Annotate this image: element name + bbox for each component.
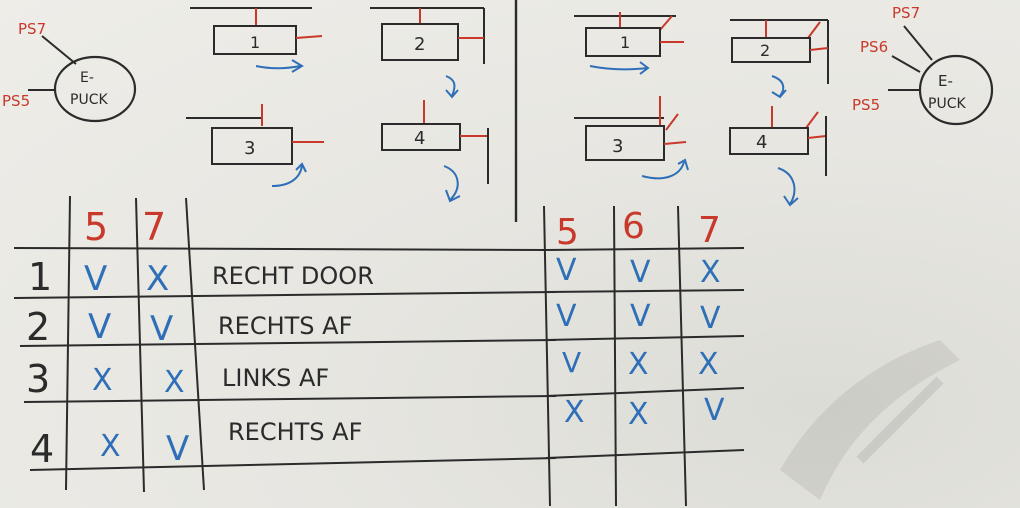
- cell-ps5: X: [564, 395, 585, 430]
- row-number: 2: [26, 305, 50, 349]
- right-scenario-1-label: 1: [620, 33, 630, 52]
- right-sensor-ps6-line: [891, 55, 921, 73]
- right-robot-label-line2: PUCK: [928, 96, 966, 112]
- left-sensor-ps5-label: PS5: [2, 92, 30, 110]
- left-table-rows: 1 V X RECHT DOOR 2 V V RECHTS AF 3 X X L…: [26, 255, 374, 471]
- right-robot-label-line1: E-: [938, 72, 953, 90]
- cell-ps7: X: [700, 255, 721, 290]
- right-sensor-ps6-label: PS6: [860, 38, 888, 56]
- right-robot: E- PUCK PS7 PS6 PS5: [852, 4, 994, 126]
- left-scenario-2-label: 2: [414, 34, 425, 55]
- cell-ps7: X: [164, 365, 185, 400]
- left-table-headers: 5 7: [84, 205, 166, 249]
- cell-ps5: V: [88, 307, 111, 347]
- cell-ps7: V: [166, 429, 189, 469]
- cell-ps7: V: [704, 393, 725, 428]
- cell-action: RECHT DOOR: [212, 262, 374, 290]
- left-robot-body: [53, 55, 137, 123]
- left-header-7: 7: [142, 205, 166, 249]
- right-scenario-2-label: 2: [760, 41, 770, 60]
- row-number: 4: [30, 427, 54, 471]
- left-scenario-3-label: 3: [244, 138, 255, 159]
- cell-ps7: X: [146, 259, 169, 299]
- left-scenario-4: 4: [381, 100, 489, 203]
- left-table: [13, 195, 557, 493]
- row-number: 3: [26, 357, 50, 401]
- right-header-6: 6: [622, 206, 645, 247]
- left-scenario-1-label: 1: [250, 33, 260, 52]
- cell-action: RECHTS AF: [218, 312, 352, 340]
- left-scenario-2: 2: [370, 7, 485, 99]
- right-table-rows: V V X V V V V X X X X V: [556, 253, 725, 432]
- right-sensor-ps7-line: [903, 25, 933, 61]
- table-row: V V X: [556, 253, 721, 290]
- cell-ps5: X: [92, 363, 113, 398]
- table-row: X X V: [564, 393, 725, 432]
- cell-ps7: V: [150, 309, 173, 349]
- right-scenario-4: 4: [729, 106, 827, 207]
- table-row: V X X: [562, 346, 719, 382]
- cell-ps6: V: [630, 255, 651, 290]
- table-row: 2 V V RECHTS AF: [26, 305, 352, 349]
- right-scenarios: 1 2 3 4: [574, 12, 829, 207]
- cell-ps6: X: [628, 397, 649, 432]
- right-header-7: 7: [698, 210, 721, 251]
- eraser-smudge: [780, 340, 960, 500]
- cell-ps5: V: [562, 346, 581, 379]
- table-row: 3 X X LINKS AF: [26, 357, 329, 401]
- left-scenario-3: 3: [186, 104, 324, 187]
- right-scenario-3-label: 3: [612, 136, 623, 157]
- cell-ps5: V: [556, 253, 577, 288]
- left-sensor-ps7-line: [41, 35, 77, 65]
- right-scenario-1: 1: [574, 12, 684, 75]
- cell-action: RECHTS AF: [228, 418, 362, 446]
- right-robot-body: [918, 54, 994, 126]
- right-table-headers: 5 6 7: [556, 206, 721, 253]
- left-scenario-1: 1: [190, 7, 323, 73]
- cell-ps7: X: [698, 347, 719, 382]
- cell-ps6: X: [628, 347, 649, 382]
- right-table: [543, 205, 745, 507]
- right-sensor-ps7-label: PS7: [892, 4, 920, 22]
- left-header-5: 5: [84, 205, 108, 249]
- left-scenario-4-label: 4: [414, 128, 425, 149]
- row-number: 1: [28, 255, 52, 299]
- cell-ps6: V: [630, 299, 651, 334]
- left-sensor-ps7-label: PS7: [18, 20, 46, 38]
- left-robot-label-line1: E-: [80, 70, 94, 86]
- right-header-5: 5: [556, 212, 579, 253]
- cell-action: LINKS AF: [222, 364, 329, 392]
- cell-ps5: V: [84, 259, 107, 299]
- table-row: V V V: [556, 299, 721, 336]
- right-sensor-ps5-label: PS5: [852, 96, 880, 114]
- right-scenario-4-label: 4: [756, 132, 767, 153]
- table-row: 4 X V RECHTS AF: [30, 418, 362, 471]
- cell-ps7: V: [700, 301, 721, 336]
- cell-ps5: X: [100, 429, 121, 464]
- cell-ps5: V: [556, 299, 577, 334]
- left-robot-label-line2: PUCK: [70, 92, 108, 108]
- left-scenarios: 1 2 3 4: [186, 7, 489, 203]
- left-robot: E- PUCK PS7 PS5: [2, 20, 137, 123]
- right-scenario-3: 3: [574, 96, 689, 180]
- right-scenario-2: 2: [730, 19, 829, 99]
- table-row: 1 V X RECHT DOOR: [28, 255, 374, 299]
